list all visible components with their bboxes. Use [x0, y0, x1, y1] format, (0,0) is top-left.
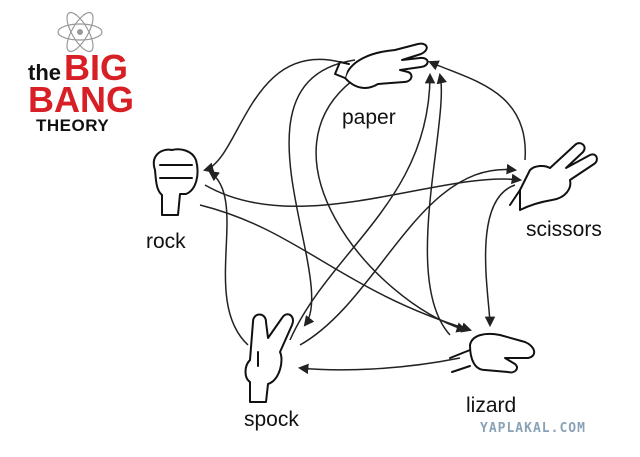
arrow-spock-rock [208, 170, 249, 346]
label-paper: paper [342, 106, 396, 129]
arrow-paper-rock [202, 58, 341, 173]
arrows [199, 58, 526, 375]
arrow-rock-scissors [204, 173, 523, 207]
arrow-scissors-paper [428, 60, 526, 161]
label-scissors: scissors [526, 218, 602, 241]
paper-hand-icon [334, 42, 429, 89]
arrow-curve-extra-2 [289, 72, 436, 341]
rock-hand-icon [152, 148, 199, 216]
arrow-curve-extra-1 [315, 74, 468, 333]
logo-theory: THEORY [36, 116, 109, 135]
logo-big: BIG [64, 47, 128, 88]
watermark: YAPLAKAL.COM [480, 421, 586, 436]
logo-bang: BANG [28, 79, 134, 120]
lizard-hand-icon [449, 332, 536, 374]
arrow-lizard-spock [297, 357, 461, 375]
arrow-scissors-lizard [484, 184, 516, 328]
big-bang-theory-logo: the BIG BANG THEORY [28, 11, 134, 135]
spock-hand-icon [244, 313, 294, 403]
logo-the: the [28, 60, 61, 85]
label-rock: rock [146, 230, 186, 253]
scissors-hand-icon [509, 142, 598, 211]
arrow-rock-lizard [199, 204, 473, 333]
arrow-paper-spock [288, 59, 356, 327]
label-lizard: lizard [466, 394, 516, 417]
arrow-lizard-paper [426, 72, 451, 336]
arrow-spock-scissors [299, 163, 518, 346]
label-spock: spock [244, 408, 299, 431]
